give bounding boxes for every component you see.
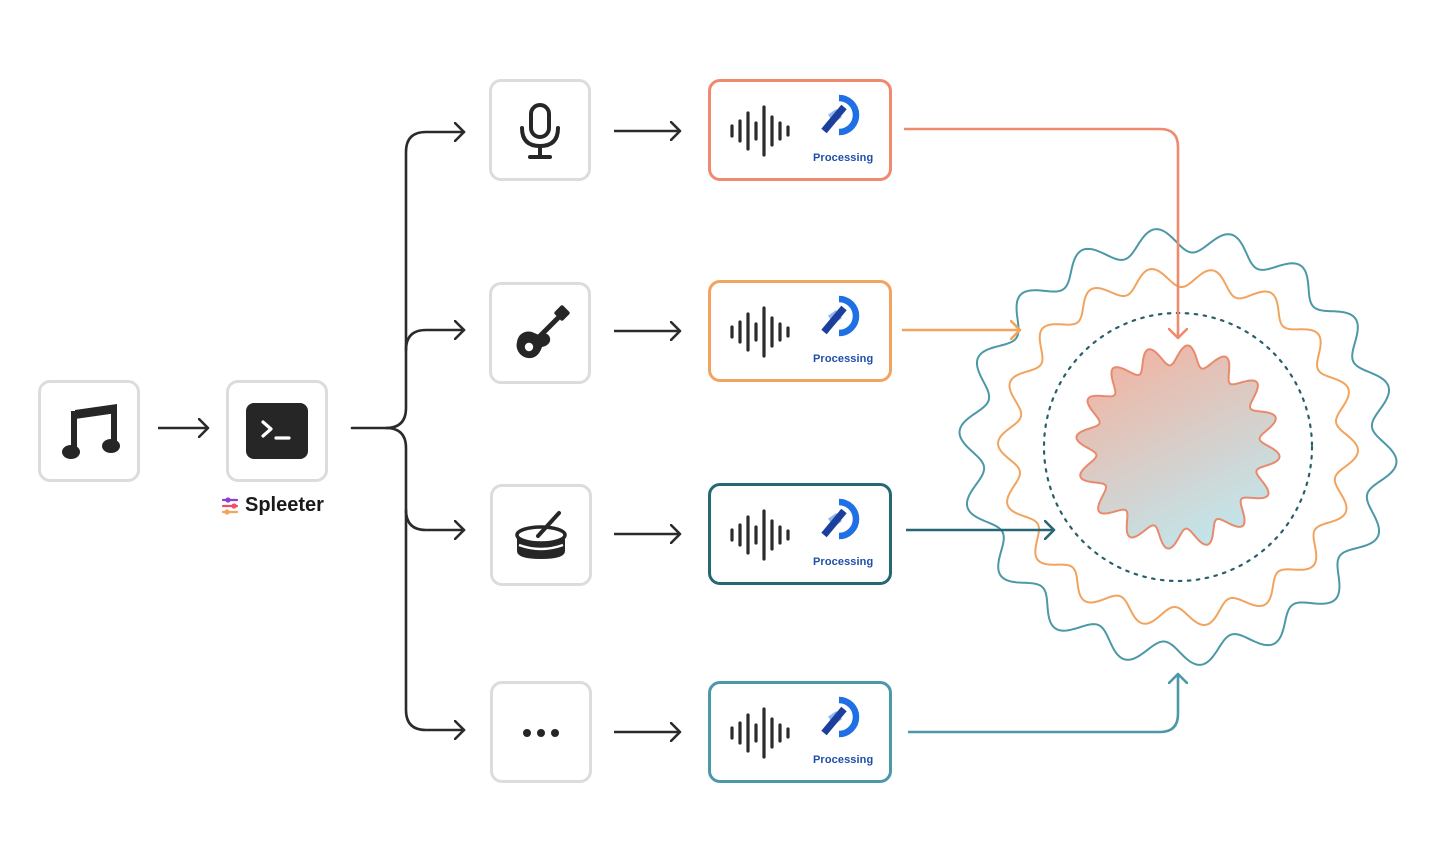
ellipsis-icon — [523, 729, 559, 737]
stem-node-other — [490, 681, 592, 783]
stem-node-vocals — [489, 79, 591, 181]
outer-wave-ring — [958, 228, 1398, 666]
spleeter-node — [226, 380, 328, 482]
processing-content-guitar: Processing — [708, 280, 892, 382]
processing-content-other: Processing — [708, 681, 892, 783]
spleeter-label: Spleeter — [245, 494, 324, 516]
guitar-icon — [516, 305, 570, 359]
output-arrow-vocals — [904, 127, 1178, 338]
processing-logo-icon — [821, 295, 860, 337]
processing-logo-icon — [821, 498, 860, 540]
processing-label: Processing — [813, 556, 874, 568]
processing-content-vocals: Processing — [708, 79, 892, 181]
output-arrow-other — [908, 674, 1178, 734]
processing-logo-icon — [821, 696, 860, 738]
music-source-node — [38, 380, 140, 482]
stem-node-guitar — [489, 282, 591, 384]
processing-label: Processing — [813, 754, 874, 766]
waveform-icon — [730, 509, 790, 561]
processing-logo-icon — [821, 94, 860, 136]
processing-label: Processing — [813, 353, 874, 365]
waveform-icon — [730, 105, 790, 157]
spleeter-logo-icon — [221, 497, 239, 515]
mixed-audio-core — [1075, 344, 1281, 550]
waveform-icon — [730, 306, 790, 358]
waveform-icon — [730, 707, 790, 759]
drum-icon — [515, 511, 567, 559]
music-note-icon — [62, 404, 120, 459]
processing-label: Processing — [813, 152, 874, 164]
terminal-icon — [246, 403, 308, 459]
processing-content-drums: Processing — [708, 483, 892, 585]
branch-connector — [350, 132, 466, 730]
middle-wave-ring — [997, 268, 1359, 626]
microphone-icon — [520, 103, 560, 159]
stem-node-drums — [490, 484, 592, 586]
stem-arrows — [614, 131, 680, 732]
